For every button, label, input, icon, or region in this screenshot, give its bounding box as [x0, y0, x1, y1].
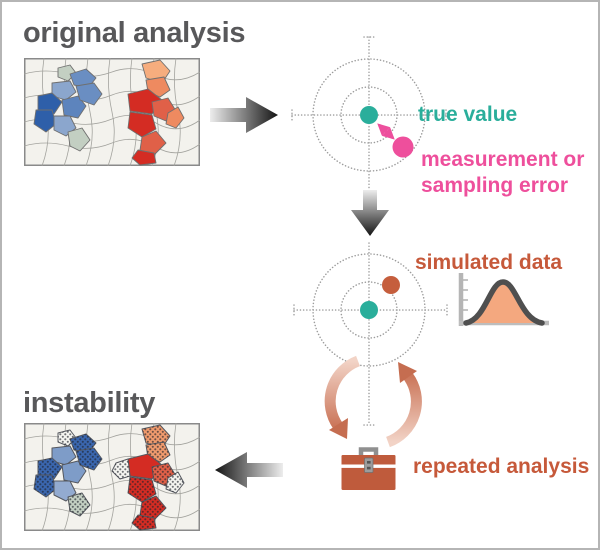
cycle-arc-left [324, 355, 361, 430]
toolbox-icon [341, 447, 396, 490]
bullseye-true-value-icon [291, 36, 447, 196]
simulated-data-dot [382, 276, 400, 294]
true-value-label: true value [418, 103, 518, 126]
red-cluster [127, 59, 185, 166]
original-analysis-heading: original analysis [23, 17, 246, 49]
choropleth-map-icon [24, 58, 200, 166]
cycle-arc-right [385, 372, 422, 448]
inner-ring [340, 86, 398, 144]
bell-curve-icon [458, 273, 549, 326]
arrow-right-icon [210, 97, 278, 133]
error-distance-arrow [377, 123, 395, 140]
red-cluster-hatched [111, 424, 185, 531]
error-dot [392, 136, 414, 158]
true-value-dot [360, 106, 378, 124]
arrow-down-icon [351, 190, 389, 236]
arrow-left-icon [215, 452, 283, 488]
blue-cluster-hatched [33, 429, 103, 517]
outer-ring [312, 58, 426, 172]
cycle-arrowhead-right [398, 362, 417, 383]
inner-ring [340, 281, 398, 339]
blue-cluster [33, 64, 103, 152]
refresh-arrows-icon [324, 355, 422, 448]
instability-heading: instability [23, 387, 156, 419]
bullseye-simulated-icon [293, 242, 448, 426]
repeated-analysis-label: repeated analysis [413, 455, 590, 478]
outer-ring [312, 253, 426, 367]
choropleth-map-hatched-icon [24, 423, 200, 531]
cycle-arrowhead-left [329, 418, 348, 439]
simulated-data-label: simulated data [415, 251, 563, 274]
true-value-dot [360, 301, 378, 319]
measurement-error-label: measurement or sampling error [421, 148, 585, 197]
